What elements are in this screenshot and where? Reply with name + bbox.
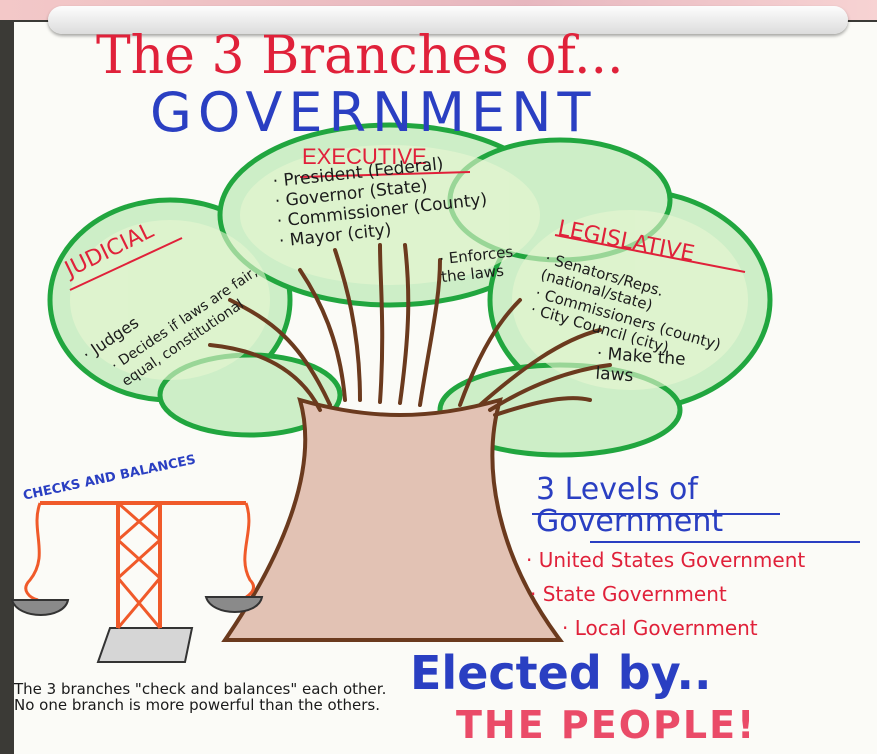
left-pan [10,599,70,616]
checks-note: The 3 branches "check and balances" each… [14,680,387,714]
levels-item: · Local Government [562,616,758,640]
the-people-line: THE PEOPLE! [456,703,757,747]
paper-roll [48,6,848,34]
elected-line: Elected by.. [410,646,712,700]
legislative-role: · Make the laws [594,343,687,387]
title-line-1: The 3 Branches of... [96,26,624,86]
levels-heading: 3 Levels of Government [536,472,724,539]
tree-branches [208,243,612,417]
levels-item: · State Government [530,582,727,606]
executive-heading: EXECUTIVE [302,144,427,169]
balance-scale [10,501,264,663]
levels-item: · United States Government [526,548,806,572]
right-pan [204,596,264,613]
title-line-2: GOVERNMENT [150,81,597,144]
tree-trunk [221,397,564,642]
scale-base [96,627,194,663]
